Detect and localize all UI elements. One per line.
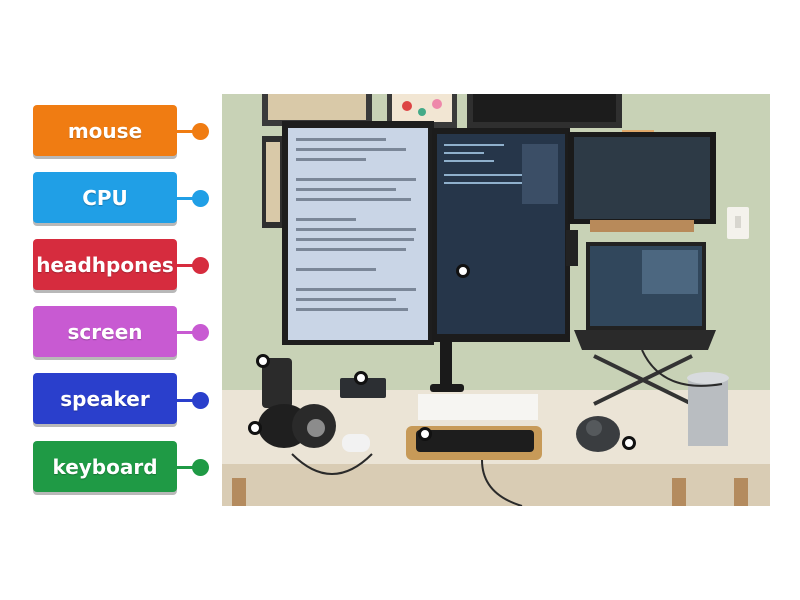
- label-button-mouse[interactable]: mouse: [33, 105, 177, 156]
- label-text: keyboard: [52, 454, 158, 479]
- connector-dot[interactable]: [192, 324, 209, 341]
- connector-dot[interactable]: [192, 459, 209, 476]
- speaker: [262, 358, 292, 408]
- hotspot-pin[interactable]: [248, 421, 262, 435]
- label-button-keyboard[interactable]: keyboard: [33, 441, 177, 492]
- connector-line: [177, 264, 197, 267]
- hotspot-pin[interactable]: [418, 427, 432, 441]
- label-button-screen[interactable]: screen: [33, 306, 177, 357]
- connector-line: [177, 197, 197, 200]
- label-button-speaker[interactable]: speaker: [33, 373, 177, 424]
- label-text: screen: [67, 319, 143, 344]
- connector-line: [177, 399, 197, 402]
- laptop-base: [574, 330, 716, 350]
- connector-dot[interactable]: [192, 392, 209, 409]
- hotspot-pin[interactable]: [256, 354, 270, 368]
- desk-setup-photo: [222, 94, 770, 506]
- label-button-headphones[interactable]: headhpones: [33, 239, 177, 290]
- monitor-stand: [440, 340, 452, 390]
- connector-line: [177, 130, 197, 133]
- hotspot-pin[interactable]: [622, 436, 636, 450]
- label-text: CPU: [82, 185, 128, 210]
- connector-dot[interactable]: [192, 123, 209, 140]
- earbuds-case: [342, 434, 370, 452]
- connector-line: [177, 331, 197, 334]
- label-button-cpu[interactable]: CPU: [33, 172, 177, 223]
- connector-dot[interactable]: [192, 190, 209, 207]
- label-text: mouse: [67, 118, 143, 143]
- label-text: headhpones: [36, 252, 174, 277]
- connector-line: [177, 466, 197, 469]
- cpu-box: [340, 378, 386, 398]
- metal-cup: [688, 378, 728, 446]
- hotspot-pin[interactable]: [354, 371, 368, 385]
- label-text: speaker: [60, 386, 150, 411]
- hotspot-pin[interactable]: [456, 264, 470, 278]
- paper: [418, 394, 538, 420]
- connector-dot[interactable]: [192, 257, 209, 274]
